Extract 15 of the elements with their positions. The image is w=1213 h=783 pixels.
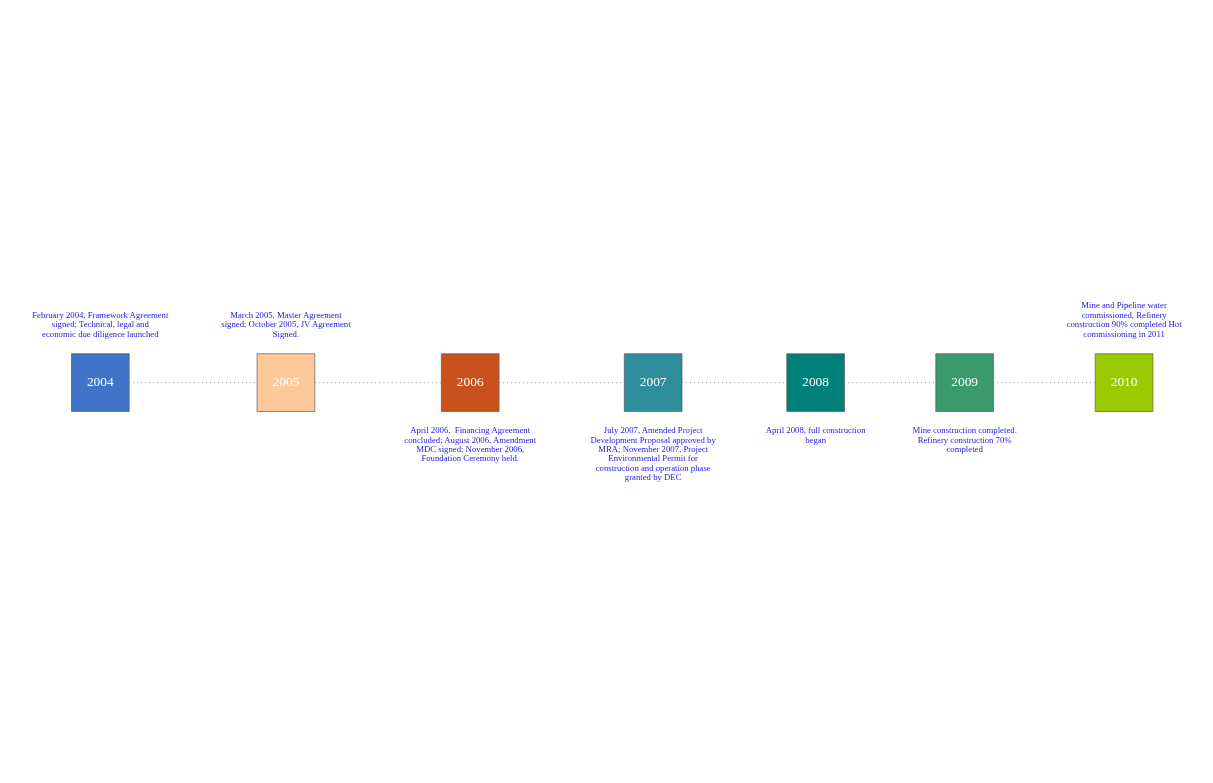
- node-box: 2008: [786, 352, 845, 412]
- node-box: 2010: [1094, 352, 1154, 412]
- node-label: March 2005, Master Agreement signed; October 2005, JV Agreement Signed.: [221, 309, 351, 339]
- node-label: Mine construction completed. Refinery construction 70% completed: [912, 424, 1017, 454]
- node-box: 2004: [71, 352, 130, 412]
- node-label: April 2006, Financing Agreement concluded; August 2006, Amendment MDC signed; November 2006, Foundation Ceremony held.: [404, 424, 537, 463]
- node-label: April 2008, full construction began: [765, 424, 866, 445]
- node-box: 2007: [623, 352, 683, 412]
- node-label: Mine and Pipeline water commissioned, Refinery construction 90% completed Hot commissioning in 2011: [1066, 299, 1182, 339]
- node-label: July 2007, Amended Project Development Proposal approved by MRA; November 2007, Project Environmental Permit for construction and operation phase granted by DEC: [590, 424, 716, 482]
- node-label: February 2004, Framework Agreement signed; Technical, legal and economic due diligence launched: [32, 309, 169, 339]
- node-box: 2005: [256, 352, 316, 412]
- node-box: 2009: [935, 352, 994, 412]
- node-box: 2006: [441, 352, 500, 412]
- connector: [314, 381, 442, 383]
